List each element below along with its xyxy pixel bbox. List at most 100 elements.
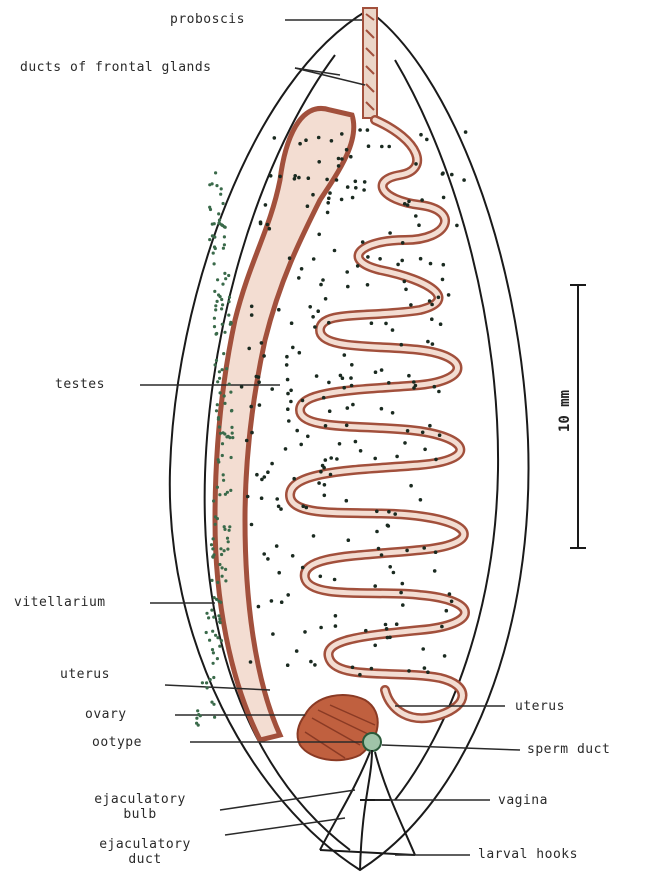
vitellarium-dot [228,529,231,532]
vitellarium-dot [219,547,222,550]
vitellarium-dot [215,359,218,362]
testes-dot [270,387,274,391]
testes-dot [319,626,323,630]
vitellarium-dot [216,657,219,660]
testes-dot [388,231,392,235]
vitellarium-dot [213,222,216,225]
testes-dot [422,546,426,550]
vitellarium-dot [210,579,213,582]
vitellarium-dot [224,579,227,582]
vitellarium-dot [214,171,217,174]
testes-dot [429,262,433,266]
ovary-shape [298,695,378,760]
testes-dot [307,176,311,180]
vitellarium-dot [212,662,215,665]
testes-dot [340,132,344,136]
testes-dot [295,429,299,433]
testes-dot [263,475,267,479]
testes-dot [448,592,452,596]
vitellarium-dot [229,391,232,394]
vitellarium-dot [220,639,223,642]
testes-dot [462,178,466,182]
testes-dot [421,647,425,651]
label-ootype: ootype [92,735,142,750]
vitellarium-dot [218,219,221,222]
testes-dot [395,622,399,626]
testes-dot [295,649,299,653]
testes-dot [255,473,259,477]
vitellarium-dot [220,187,223,190]
testes-dot [439,322,443,326]
testes-dot [297,276,301,280]
vitellarium-dot [221,575,224,578]
vitellarium-dot [217,416,220,419]
vitellarium-dot [224,568,227,571]
testes-dot [262,354,266,358]
vitellarium-dot [211,547,214,550]
testes-dot [423,448,427,452]
label-ducts-frontal-glands: ducts of frontal glands [20,60,212,75]
vitellarium-dot [219,391,222,394]
testes-dot [433,569,437,573]
testes-dot [340,157,344,161]
testes-dot [278,175,282,179]
testes-dot [289,400,293,404]
vitellarium-dot [227,314,230,317]
vitellarium-dot [214,523,217,526]
testes-dot [311,193,315,197]
vitellarium-dot [207,616,210,619]
testes-dot [285,363,289,367]
testes-dot [392,571,396,575]
testes-dot [380,145,384,149]
testes-dot [338,442,342,446]
testes-dot [434,550,438,554]
testes-dot [245,439,249,443]
vitellarium-dot [223,243,226,246]
vitellarium-dot [218,370,221,373]
vitellarium-dot [223,235,226,238]
testes-dot [319,283,323,287]
testes-dot [401,603,405,607]
label-testes: testes [55,377,105,392]
testes-dot [311,315,315,319]
testes-dot [350,363,354,367]
vitellarium-dot [210,609,213,612]
vitellarium-dot [230,456,233,459]
testes-dot [406,429,410,433]
vitellarium-dot [223,528,226,531]
testes-dot [250,431,254,435]
testes-dot [464,130,468,134]
vitellarium-dot [217,614,220,617]
testes-dot [319,470,323,474]
testes-dot [249,405,253,409]
vitellarium-dot [222,352,225,355]
testes-dot [430,303,434,307]
testes-dot [323,494,327,498]
testes-dot [354,440,358,444]
vitellarium-dot [221,303,224,306]
testes-dot [417,223,421,227]
testes-dot [364,629,368,633]
testes-dot [290,321,294,325]
vitellarium-dot [222,202,225,205]
testes-dot [306,435,310,439]
testes-dot [335,457,339,461]
testes-dot [266,470,270,474]
vitellarium-dot [216,581,219,584]
testes-dot [287,419,291,423]
testes-dot [270,599,274,603]
testes-dot [321,278,325,282]
vitellarium-dot [223,525,226,528]
vitellarium-dot [210,543,213,546]
scale-label: 10 mm [557,381,573,441]
label-proboscis: proboscis [170,12,245,27]
testes-dot [433,385,437,389]
testes-dot [358,673,362,677]
testes-dot [286,407,290,411]
testes-dot [313,325,317,329]
testes-dot [385,627,389,631]
vitellarium-dot [227,300,230,303]
testes-dot [334,614,338,618]
label-ejaculatory-bulb-line2: bulb [123,807,156,822]
